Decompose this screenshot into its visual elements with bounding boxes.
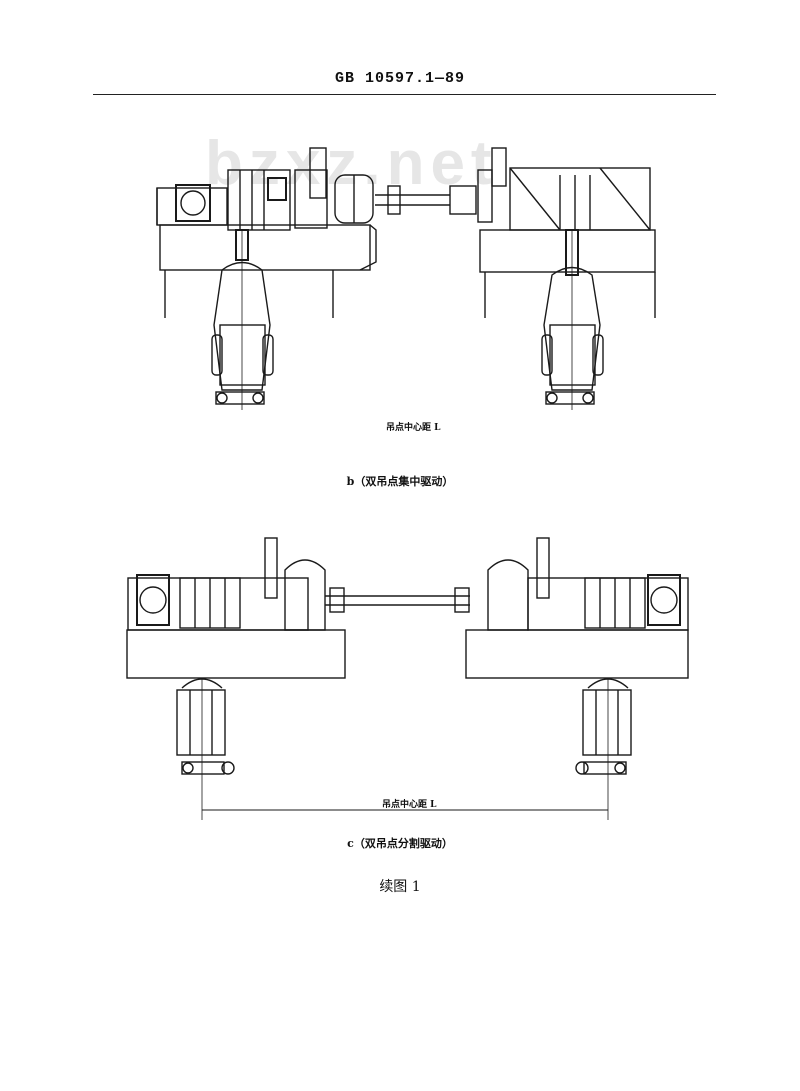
right-base-c bbox=[465, 629, 689, 679]
drawing-b-centralized-drive bbox=[156, 147, 656, 410]
dimension-label-c: 吊点中心距 L bbox=[382, 800, 437, 810]
header-rule bbox=[93, 94, 716, 95]
standard-code-header: GB 10597.1—89 bbox=[334, 70, 466, 87]
left-frame-b bbox=[159, 224, 371, 271]
left-base-c bbox=[126, 629, 346, 679]
caption-figure-c: c（双吊点分割驱动） bbox=[347, 837, 453, 850]
left-motor-b bbox=[175, 184, 211, 222]
caption-figure-b: b（双吊点集中驱动） bbox=[346, 475, 454, 488]
figure-continuation-label: 续图 1 bbox=[379, 879, 421, 895]
watermark: bzxz.net bbox=[205, 129, 498, 198]
right-frame-b bbox=[479, 229, 656, 273]
dimension-label-b: 吊点中心距 L bbox=[386, 423, 441, 433]
drawing-c-split-drive bbox=[126, 537, 689, 820]
